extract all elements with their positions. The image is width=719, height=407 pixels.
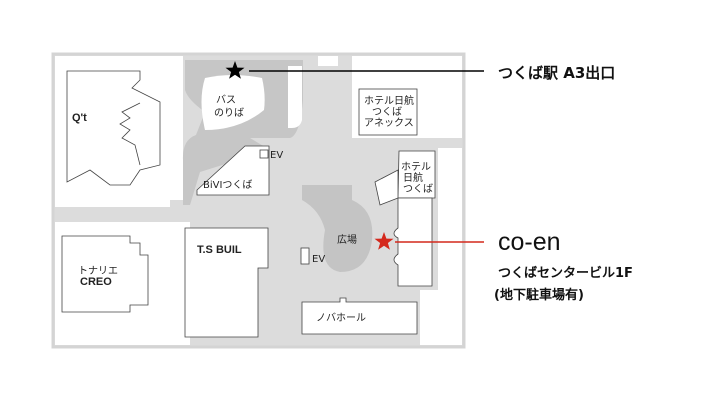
svg-text:アネックス: アネックス bbox=[364, 117, 414, 129]
label-tonarie: トナリエ bbox=[78, 265, 118, 277]
svg-text:つくば: つくば bbox=[372, 106, 402, 118]
plaza-area bbox=[302, 185, 373, 272]
label-hotel-annex: ホテル日航 bbox=[364, 94, 414, 107]
label-hotel: ホテル bbox=[401, 161, 431, 173]
bus-stop bbox=[201, 75, 265, 130]
building-hotel-annex bbox=[358, 88, 418, 136]
building-qt bbox=[66, 70, 161, 186]
label-ev-top: EV bbox=[270, 150, 283, 161]
label-ev-bottom: EV bbox=[312, 254, 325, 265]
ev-top-icon bbox=[259, 149, 269, 159]
coen-star-icon bbox=[374, 232, 394, 250]
building-ts-buil bbox=[184, 227, 269, 338]
label-bus: バス bbox=[216, 94, 236, 106]
svg-text:日航: 日航 bbox=[403, 171, 423, 184]
ev-bottom-icon bbox=[300, 247, 310, 265]
label-qt: Q't bbox=[72, 112, 87, 124]
coen-building: つくばセンタービル1F bbox=[498, 266, 633, 281]
building-bivi bbox=[196, 145, 270, 196]
label-plaza: 広場 bbox=[337, 233, 357, 246]
svg-text:つくば: つくば bbox=[403, 183, 433, 195]
label-ts-buil: T.S BUIL bbox=[197, 244, 242, 256]
coen-title: co-en bbox=[498, 228, 561, 256]
svg-text:のりば: のりば bbox=[214, 107, 244, 119]
zone-right bbox=[438, 148, 462, 345]
coen-parking: (地下駐車場有) bbox=[494, 288, 584, 303]
label-nova-hall: ノバホール bbox=[316, 312, 366, 324]
building-nova-hall bbox=[301, 297, 418, 335]
building-tonarie bbox=[61, 235, 149, 313]
station-exit-label: つくば駅 A3出口 bbox=[498, 64, 616, 82]
svg-text:CREO: CREO bbox=[80, 276, 112, 288]
station-star-icon bbox=[225, 61, 245, 79]
label-bivi: BiVIつくば bbox=[203, 179, 252, 191]
